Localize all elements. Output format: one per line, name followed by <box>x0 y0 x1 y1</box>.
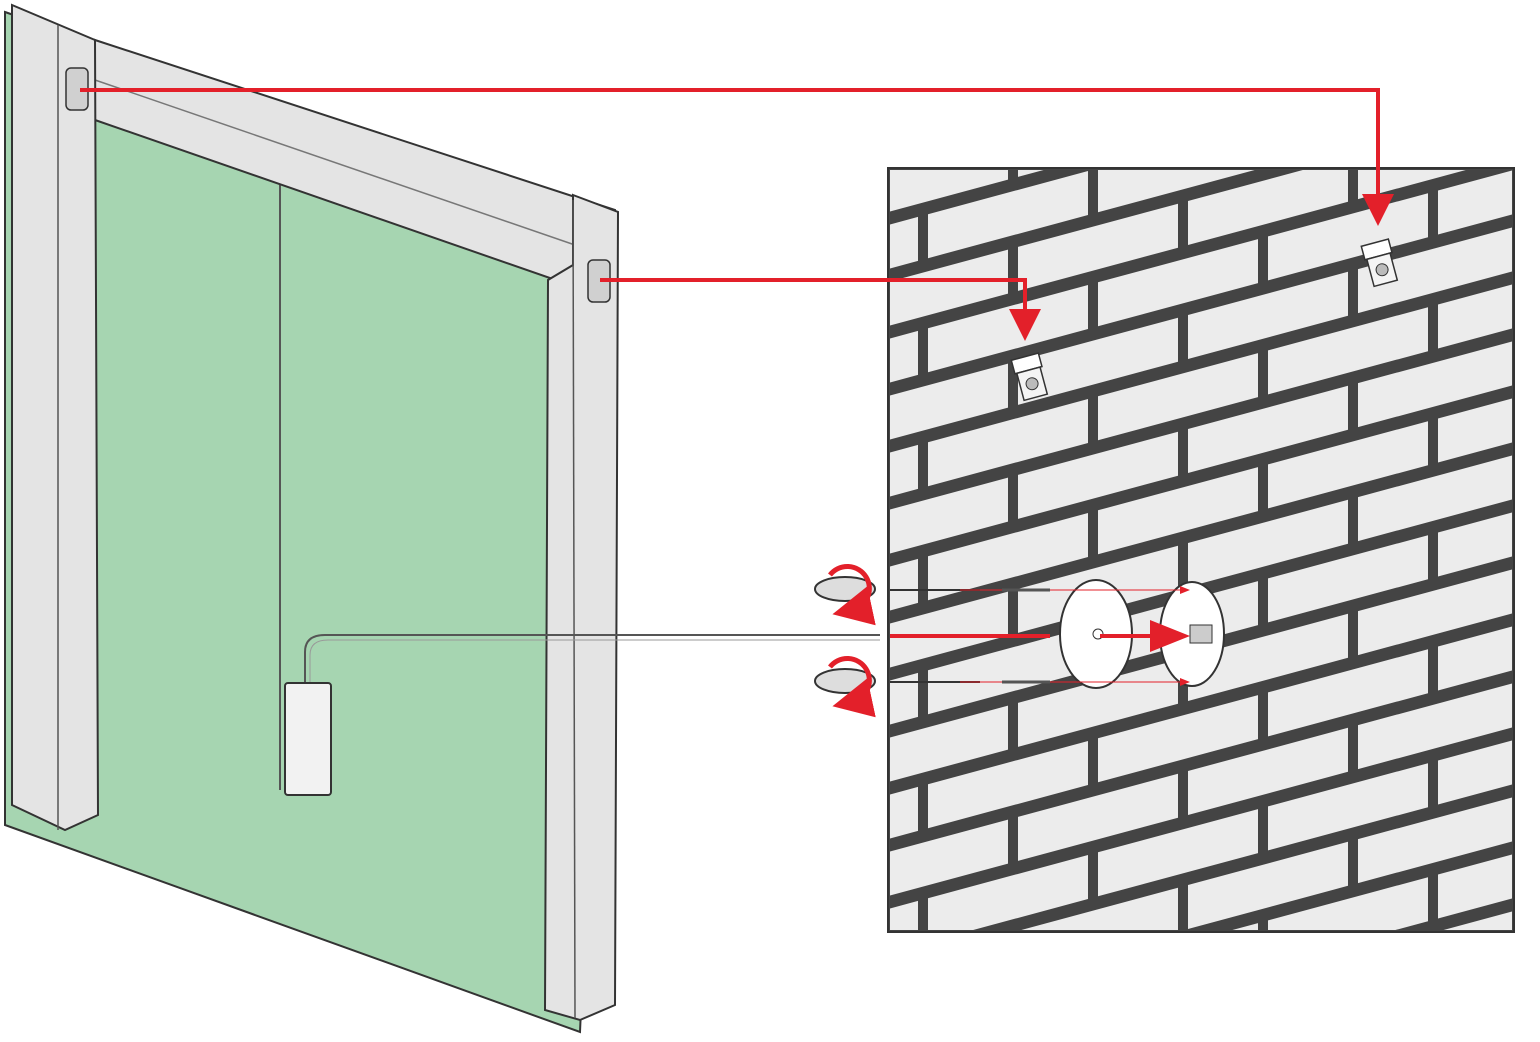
brick <box>1098 467 1258 555</box>
brick <box>928 741 1088 829</box>
wall-bracket-left <box>1010 352 1049 402</box>
brick <box>890 705 1008 782</box>
brick <box>1268 307 1428 395</box>
mirror-panel <box>4 3 880 1034</box>
brick <box>1098 170 1255 213</box>
brick <box>890 477 1008 554</box>
right-rail <box>543 193 620 1022</box>
brick <box>1098 695 1258 783</box>
brick <box>928 513 1088 601</box>
brick <box>1358 170 1466 200</box>
power-supply-box <box>284 682 332 796</box>
brick <box>1188 841 1348 929</box>
brick <box>1188 613 1348 701</box>
brick <box>1358 227 1512 314</box>
brick <box>1188 271 1348 359</box>
brick <box>890 591 1008 668</box>
brick <box>890 558 918 611</box>
brick <box>890 249 1008 326</box>
brick <box>928 855 1088 930</box>
wall-outline <box>887 167 1515 933</box>
rotate-arrow-icon <box>828 564 876 718</box>
brick <box>928 171 1088 259</box>
brick <box>890 330 918 383</box>
brick <box>1021 887 1178 930</box>
brick-rows <box>890 170 1512 930</box>
brick <box>1438 740 1512 805</box>
brick <box>890 672 918 725</box>
brick <box>1098 239 1258 327</box>
brick <box>1443 911 1512 930</box>
brick <box>1018 170 1044 177</box>
junction-assembly <box>814 564 1225 718</box>
brick <box>890 170 1008 212</box>
brick <box>1438 170 1512 235</box>
brick <box>1188 170 1348 245</box>
brick <box>1268 763 1428 851</box>
power-cable-highlight <box>309 639 880 690</box>
brick <box>1188 499 1348 587</box>
brick <box>890 444 918 497</box>
brick-wall <box>887 167 1515 933</box>
brick <box>1098 809 1258 897</box>
brick <box>1018 431 1178 519</box>
brick <box>928 285 1088 373</box>
brick <box>1358 569 1512 656</box>
brick <box>1188 385 1348 473</box>
brick <box>1018 203 1178 291</box>
brick <box>1018 773 1178 861</box>
brick <box>1438 854 1512 919</box>
brick <box>890 819 1008 896</box>
wall-bracket-right <box>1360 238 1399 288</box>
brick <box>1438 626 1512 691</box>
brick <box>928 399 1088 487</box>
brick <box>890 786 918 839</box>
brick <box>1438 284 1512 349</box>
brick <box>1268 535 1428 623</box>
brick <box>1438 512 1512 577</box>
brick <box>928 627 1088 715</box>
brick <box>1358 341 1512 428</box>
left-rail <box>11 3 100 832</box>
arrow-top-slot-to-bracket <box>80 88 1394 226</box>
brick <box>890 216 918 269</box>
brick <box>1268 649 1428 737</box>
brick <box>1358 455 1512 542</box>
brick <box>1358 683 1512 770</box>
brick <box>1232 923 1258 930</box>
junction-socket <box>1189 624 1213 644</box>
arrow-right-slot-to-bracket <box>600 278 1041 341</box>
brick <box>890 363 1008 440</box>
brick <box>1268 421 1428 509</box>
right-rail-edge <box>572 199 576 1019</box>
brick <box>1438 398 1512 463</box>
brick <box>1268 877 1428 930</box>
brick <box>1018 317 1178 405</box>
brick <box>890 900 918 930</box>
brick <box>1188 727 1348 815</box>
brick <box>1098 353 1258 441</box>
brick <box>1358 797 1512 884</box>
power-cable <box>304 634 880 690</box>
top-rail-edge <box>94 79 576 246</box>
